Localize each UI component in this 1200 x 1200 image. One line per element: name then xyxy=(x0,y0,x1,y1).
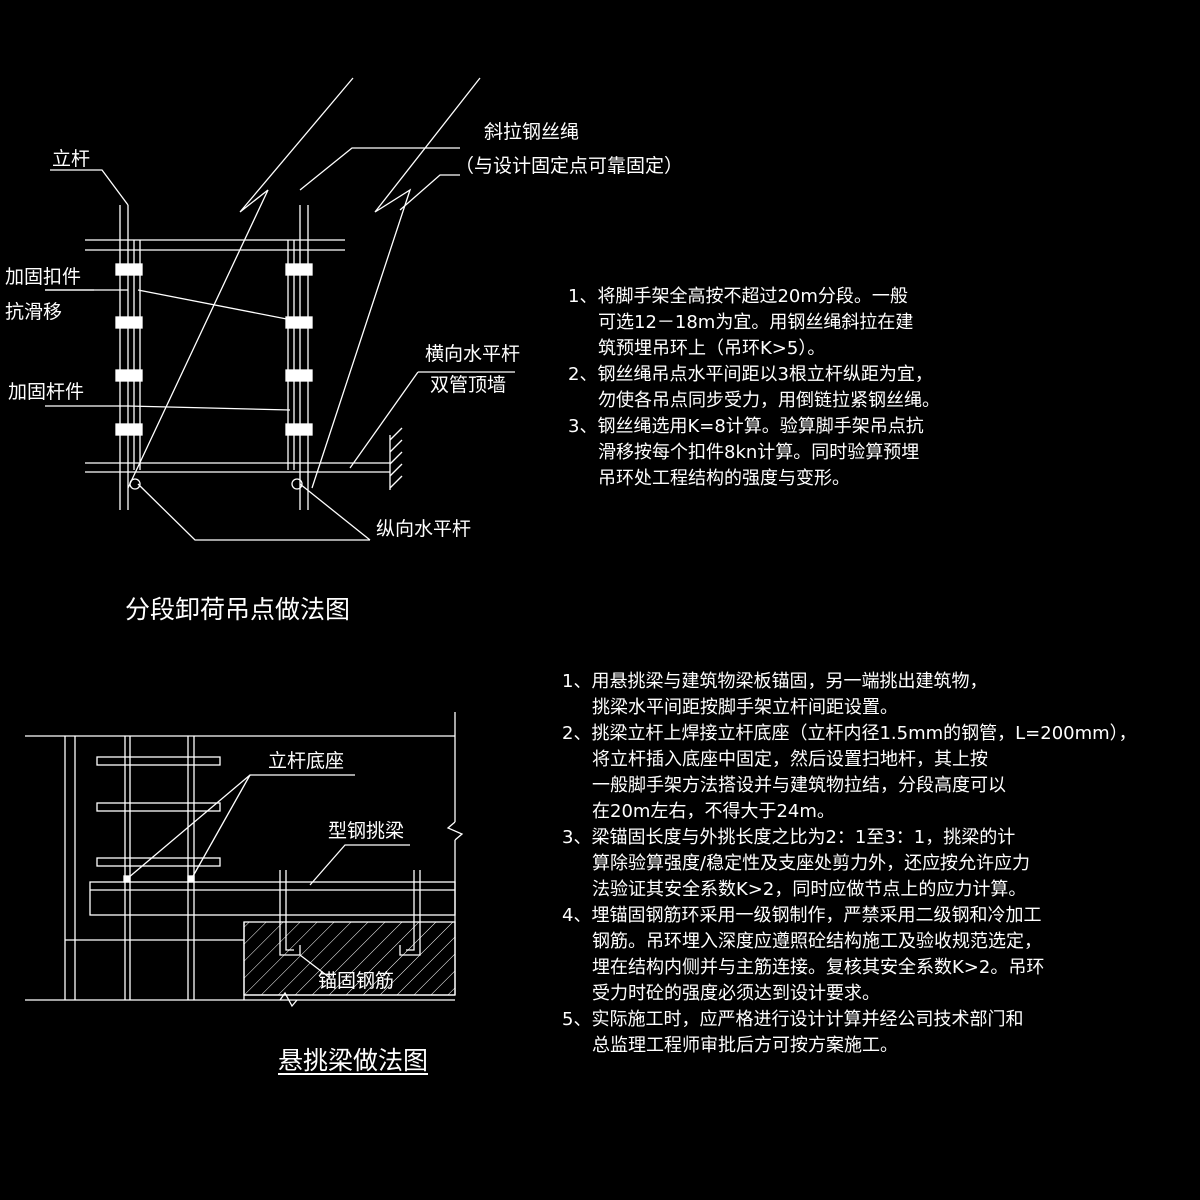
note-line: 3、钢丝绳选用K=8计算。验算脚手架吊点抗 xyxy=(568,416,924,437)
label-clamp: 加固扣件 xyxy=(5,266,82,288)
note-line: 1、将脚手架全高按不超过20m分段。一般 xyxy=(568,286,908,307)
left-pole xyxy=(119,205,141,510)
note-line: 筑预埋吊环上（吊环K>5）。 xyxy=(598,338,826,359)
note-line: 埋在结构内侧并与主筋连接。复核其安全系数K>2。吊环 xyxy=(592,957,1045,978)
note-line: 将立杆插入底座中固定，然后设置扫地杆，其上按 xyxy=(592,749,988,770)
note-line: 钢筋。吊环埋入深度应遵照砼结构施工及验收规范选定， xyxy=(592,931,1042,952)
label-reinforce: 加固杆件 xyxy=(8,381,85,403)
anchor-rebar-left xyxy=(279,870,301,956)
label-steel-beam: 型钢挑梁 xyxy=(328,820,405,842)
label-transverse: 横向水平杆 xyxy=(425,343,521,365)
label-anchor-rebar: 锚固钢筋 xyxy=(318,970,395,992)
label-anti-slip: 抗滑移 xyxy=(5,301,63,323)
note-line: 4、埋锚固钢筋环采用一级钢制作，严禁采用二级钢和冷加工 xyxy=(562,905,1042,926)
note-line: 可选12－18m为宜。用钢丝绳斜拉在建 xyxy=(598,312,914,333)
note-line: 算除验算强度/稳定性及支座处剪力外，还应按允许应力 xyxy=(592,853,1031,874)
clamps xyxy=(115,263,313,436)
label-longitudinal: 纵向水平杆 xyxy=(376,518,472,540)
note-line: 受力时砼的强度必须达到设计要求。 xyxy=(592,983,880,1004)
wire-rope-left xyxy=(127,77,354,489)
steel-beam xyxy=(89,881,456,916)
note-line: 在20m左右，不得大于24m。 xyxy=(592,801,835,822)
note-line: 2、钢丝绳吊点水平间距以3根立杆纵距为宜， xyxy=(568,364,933,385)
note-line: 吊环处工程结构的强度与变形。 xyxy=(598,468,850,489)
label-pole-base: 立杆底座 xyxy=(268,750,345,772)
note-line: 勿使各吊点同步受力，用倒链拉紧钢丝绳。 xyxy=(598,390,940,411)
note-line: 一般脚手架方法搭设并与建筑物拉结，分段高度可以 xyxy=(592,775,1006,796)
note-line: 1、用悬挑梁与建筑物梁板锚固，另一端挑出建筑物， xyxy=(562,671,988,692)
label-pole: 立杆 xyxy=(52,148,91,170)
note-line: 2、挑梁立杆上焊接立杆底座（立杆内径1.5mm的钢管，L=200mm）， xyxy=(562,723,1137,744)
bottom-diagram-title: 悬挑梁做法图 xyxy=(278,1046,429,1075)
bottom-notes: 1、用悬挑梁与建筑物梁板锚固，另一端挑出建筑物， 挑梁水平间距按脚手架立杆间距设置… xyxy=(562,669,1137,1059)
top-scaffold-diagram xyxy=(45,77,515,541)
bottom-cantilever-diagram xyxy=(25,712,464,1008)
note-line: 滑移按每个扣件8kn计算。同时验算预埋 xyxy=(598,442,920,463)
note-line: 法验证其安全系数K>2，同时应做节点上的应力计算。 xyxy=(592,879,1027,900)
wire-rope-right xyxy=(311,77,481,489)
label-double-tube: 双管顶墙 xyxy=(430,374,507,396)
top-notes: 1、将脚手架全高按不超过20m分段。一般可选12－18m为宜。用钢丝绳斜拉在建筑… xyxy=(568,284,940,492)
note-line: 挑梁水平间距按脚手架立杆间距设置。 xyxy=(592,697,898,718)
right-pole xyxy=(287,205,309,510)
anchor-rebar-right xyxy=(399,870,421,956)
label-wire-rope-note: （与设计固定点可靠固定） xyxy=(455,155,684,177)
note-line: 5、实际施工时，应严格进行设计计算并经公司技术部门和 xyxy=(562,1009,1024,1030)
note-line: 3、梁锚固长度与外挑长度之比为2：1至3：1，挑梁的计 xyxy=(562,827,1016,848)
label-wire-rope: 斜拉钢丝绳 xyxy=(484,121,580,143)
note-line: 总监理工程师审批后方可按方案施工。 xyxy=(592,1035,898,1056)
top-diagram-title: 分段卸荷吊点做法图 xyxy=(125,595,351,624)
